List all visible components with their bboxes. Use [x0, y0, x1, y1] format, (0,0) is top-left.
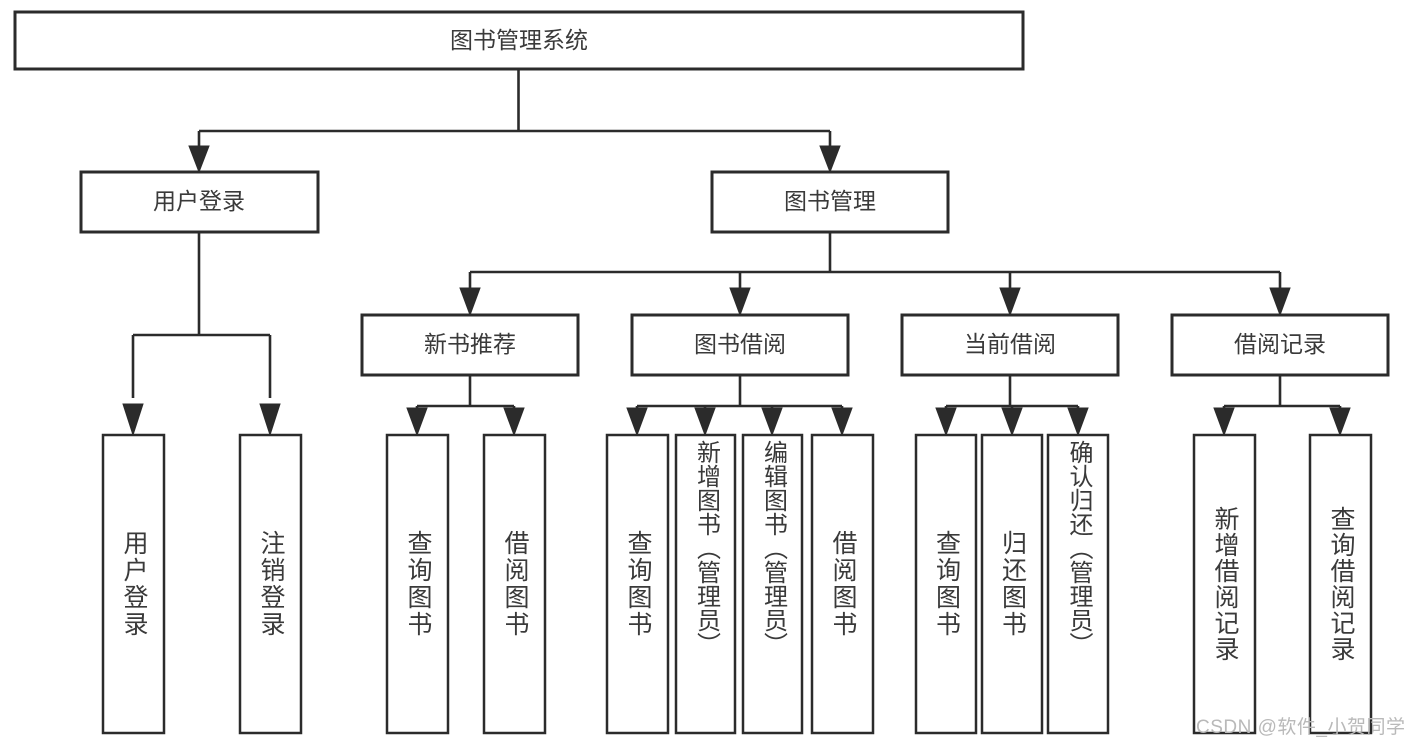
arrow-head-book-borrow — [729, 287, 751, 317]
leaf-query-book-1-rect[interactable] — [385, 433, 450, 735]
leaf-boxes — [101, 433, 1373, 735]
node-root-rect[interactable] — [13, 10, 1025, 71]
node-book-borrow[interactable]: 图书借阅 — [630, 313, 850, 377]
node-current-borrow[interactable]: 当前借阅 — [900, 313, 1120, 377]
arrow-head-leaf-query-book-2 — [626, 407, 648, 437]
connector-group-borrow-record — [1213, 375, 1351, 437]
node-new-book-rec-rect[interactable] — [360, 313, 580, 377]
node-book-manage-rect[interactable] — [710, 170, 950, 234]
node-borrow-record-rect[interactable] — [1170, 313, 1390, 377]
arrow-head-userlogin — [188, 145, 210, 174]
leaf-return-book-rect[interactable] — [980, 433, 1044, 735]
csdn-watermark: CSDN @软件_小贺同学 — [1196, 717, 1405, 738]
arrow-head-leaf-borrow-book-1 — [503, 407, 525, 437]
node-book-manage[interactable]: 图书管理 — [710, 170, 950, 234]
node-book-borrow-label: 图书借阅 — [694, 331, 786, 357]
arrow-head-leaf-logout — [259, 403, 281, 437]
arrow-head-leaf-borrow-book-2 — [831, 407, 853, 437]
arrow-head-leaf-add-record — [1213, 407, 1235, 437]
connector-group-current-borrow — [935, 375, 1089, 437]
arrow-head-current-borrow — [999, 287, 1021, 317]
leaf-borrow-book-2-rect[interactable] — [810, 433, 875, 735]
connector-group-book-manage — [459, 232, 1291, 317]
leaf-edit-book-rect[interactable] — [741, 433, 804, 735]
node-borrow-record-label: 借阅记录 — [1234, 331, 1326, 357]
arrow-head-leaf-edit-book — [761, 407, 783, 437]
node-book-borrow-rect[interactable] — [630, 313, 850, 377]
leaf-add-record-rect[interactable] — [1192, 433, 1257, 735]
node-new-book-rec[interactable]: 新书推荐 — [360, 313, 580, 377]
leaf-borrow-book-1-rect[interactable] — [482, 433, 547, 735]
arrow-head-bookmanage — [819, 145, 841, 174]
node-new-book-rec-label: 新书推荐 — [424, 331, 516, 357]
node-root[interactable]: 图书管理系统 — [13, 10, 1025, 71]
leaf-query-record-rect[interactable] — [1308, 433, 1373, 735]
node-borrow-record[interactable]: 借阅记录 — [1170, 313, 1390, 377]
leaf-user-login-rect[interactable] — [101, 433, 166, 735]
arrow-head-borrow-record — [1269, 287, 1291, 317]
arrow-head-leaf-user-login — [122, 403, 144, 437]
leaf-query-book-3-rect[interactable] — [914, 433, 978, 735]
node-user-login-label: 用户登录 — [153, 188, 245, 214]
node-book-manage-label: 图书管理 — [784, 188, 876, 214]
connector-group-root — [188, 69, 841, 174]
node-current-borrow-rect[interactable] — [900, 313, 1120, 377]
node-user-login-rect[interactable] — [79, 170, 320, 234]
arrow-head-leaf-query-record — [1329, 407, 1351, 437]
connector-group-user-login — [122, 232, 281, 437]
connector-group-new-book-rec — [406, 375, 525, 437]
leaf-add-book-rect[interactable] — [674, 433, 737, 735]
arrow-head-leaf-add-book — [694, 407, 716, 437]
node-user-login[interactable]: 用户登录 — [79, 170, 320, 234]
connector-group-book-borrow — [626, 375, 853, 437]
node-current-borrow-label: 当前借阅 — [964, 331, 1056, 357]
arrow-head-leaf-query-book-1 — [406, 407, 428, 437]
leaf-query-book-2-rect[interactable] — [605, 433, 670, 735]
leaf-confirm-return-rect[interactable] — [1046, 433, 1110, 735]
arrow-head-leaf-query-book-3 — [935, 407, 957, 437]
arrow-head-leaf-return-book — [1001, 407, 1023, 437]
node-root-label: 图书管理系统 — [450, 27, 588, 53]
leaf-logout-rect[interactable] — [238, 433, 303, 735]
arrow-head-leaf-confirm-return — [1067, 407, 1089, 437]
arrow-head-new-book-rec — [459, 287, 481, 317]
